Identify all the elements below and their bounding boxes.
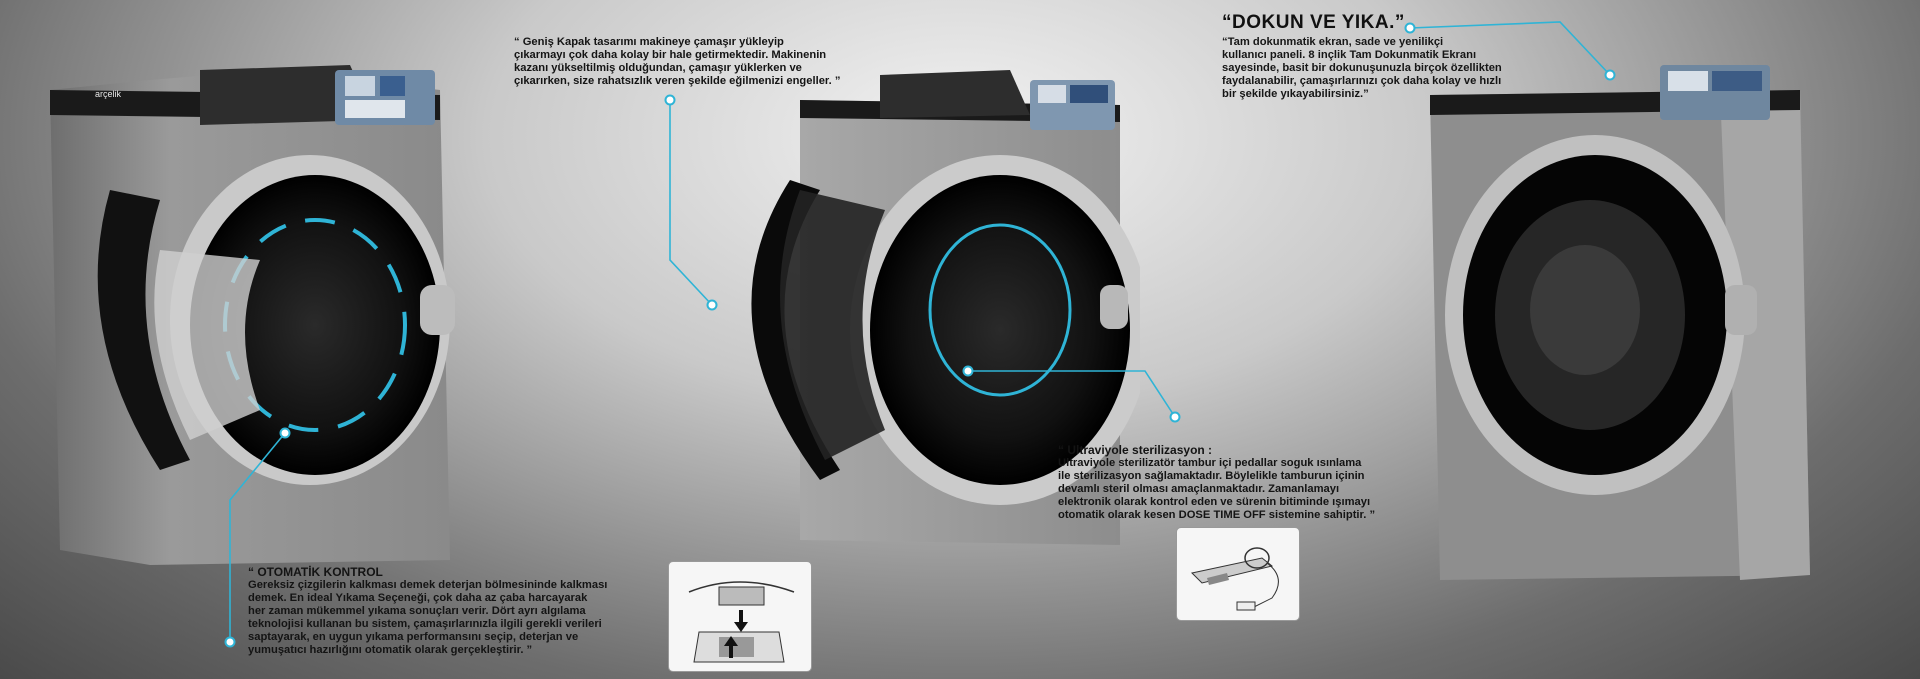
auto-control-title: “ OTOMATİK KONTROL [248, 565, 383, 579]
door-note-text: “ Geniş Kapak tasarımı makineye çamaşır … [514, 36, 841, 87]
detergent-sketch [668, 561, 812, 672]
detergent-sketch-drawing [688, 581, 795, 663]
auto-control-body: Gereksiz çizgilerin kalkması demek deter… [248, 579, 608, 656]
headline-body: “Tam dokunmatik ekran, sade ve yenilikçi… [1222, 36, 1502, 100]
headline-title: “DOKUN VE YIKA.” [1222, 12, 1405, 33]
uv-title: “ Ultraviyole sterilizasyon : [1058, 443, 1213, 457]
auto-control-note: “ OTOMATİK KONTROL Gereksiz çizgilerin k… [248, 566, 668, 657]
door-note: “ Geniş Kapak tasarımı makineye çamaşır … [514, 36, 914, 88]
uv-sketch [1176, 527, 1300, 621]
brand-logo: arçelik [95, 89, 122, 99]
washing-machine-right [1430, 65, 1810, 580]
uv-sketch-drawing [1190, 547, 1279, 611]
washing-machine-left [50, 65, 455, 565]
uv-body: Ultraviyole sterilizatör tambur içi peda… [1058, 457, 1376, 521]
uv-note: “ Ultraviyole sterilizasyon : Ultraviyol… [1058, 444, 1438, 522]
washing-machine-center [751, 70, 1140, 545]
